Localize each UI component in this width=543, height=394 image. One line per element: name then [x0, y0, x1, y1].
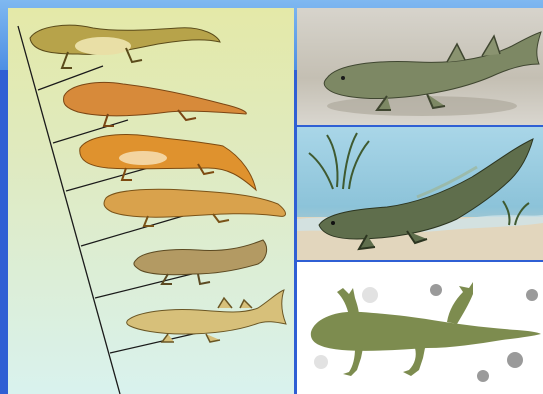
- dot-dark: [526, 289, 538, 301]
- taxon-3-icon: [80, 135, 256, 191]
- tetrapod-silhouette-svg: [297, 262, 543, 394]
- dot-dark: [507, 352, 523, 368]
- tree-branch-3: [66, 168, 148, 191]
- taxon-1-icon: [30, 25, 220, 68]
- tetrapod-emerging-photo: [297, 127, 543, 260]
- cladogram-svg: [8, 8, 294, 394]
- cladogram-panel: [8, 8, 294, 394]
- dot-dark: [477, 370, 489, 382]
- tetrapod-silhouette-icon: [311, 282, 541, 376]
- tetrapod-emerging-icon: [297, 127, 543, 260]
- tree-trunk: [18, 26, 120, 394]
- taxon-4-icon: [104, 189, 286, 226]
- taxon-2-icon: [64, 83, 247, 127]
- taxon-6-icon: [127, 290, 286, 342]
- dot-light: [362, 287, 378, 303]
- dot-light: [314, 355, 328, 369]
- tetrapod-silhouette-diagram: [297, 262, 543, 394]
- fish-on-land-icon: [297, 8, 543, 125]
- tree-branch-4: [81, 216, 183, 246]
- taxon-5-icon: [134, 240, 267, 284]
- dot-dark: [430, 284, 442, 296]
- fish-on-land-photo: [297, 8, 543, 125]
